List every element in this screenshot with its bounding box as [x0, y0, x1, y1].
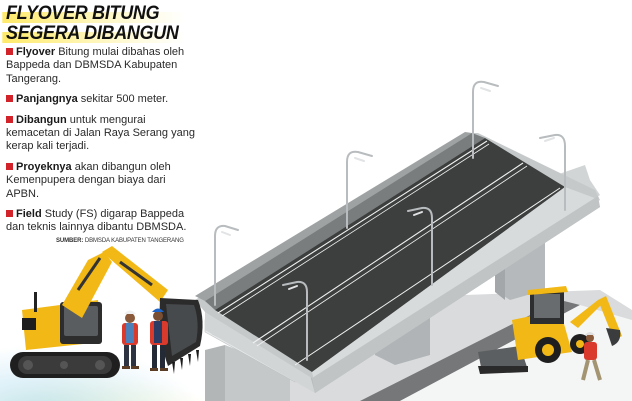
- worker-3: [581, 332, 602, 381]
- worker-1: [122, 310, 139, 369]
- edge-line-right: [294, 187, 561, 366]
- title-line-2: SEGERA DIBANGUN: [2, 23, 185, 43]
- fact-item: Dibangun untuk mengurai kemacetan di Jal…: [6, 113, 195, 153]
- worker-2: [150, 308, 168, 371]
- bullet-square-icon: [6, 210, 13, 218]
- source-credit: SUMBER: DBMSDA KABUPATEN TANGERANG: [56, 238, 184, 244]
- infographic-title: FLYOVER BITUNG SEGERA DIBANGUN: [2, 3, 185, 43]
- street-lamp-2: [346, 150, 373, 229]
- street-lamps: [214, 80, 566, 361]
- fact-item: Panjangnya sekitar 500 meter.: [6, 93, 196, 106]
- excavator: [10, 246, 203, 378]
- title-line-1: FLYOVER BITUNG: [2, 3, 185, 23]
- bullet-square-icon: [6, 162, 13, 170]
- street-lamp-6: [282, 280, 308, 361]
- road-asphalt: [215, 138, 565, 372]
- bridge-pier-left: [205, 345, 290, 401]
- fact-list: Flyover Bitung mulai dibahas oleh Bapped…: [6, 46, 196, 242]
- bullet-square-icon: [6, 115, 13, 123]
- fact-item: Field Study (FS) digarap Bappeda dan tek…: [6, 208, 187, 234]
- left-parapet: [195, 132, 472, 301]
- fact-item: Proyeknya akan dibangun oleh Kemenpupera…: [6, 160, 171, 200]
- edge-line-left: [217, 140, 488, 314]
- lane-line-1: [252, 162, 524, 344]
- bullet-square-icon: [6, 48, 13, 55]
- street-lamp-3: [472, 80, 499, 159]
- left-sidewalk: [205, 133, 485, 310]
- street-lamp-1: [214, 224, 239, 306]
- edge-line-left-2: [221, 143, 490, 317]
- street-lamp-5: [407, 206, 433, 286]
- bullet-square-icon: [6, 95, 13, 103]
- lane-line-1b: [256, 165, 528, 347]
- fact-item: Flyover Bitung mulai dibahas oleh Bapped…: [6, 46, 185, 85]
- street-lamp-4: [539, 133, 566, 211]
- right-curb-face: [312, 196, 600, 393]
